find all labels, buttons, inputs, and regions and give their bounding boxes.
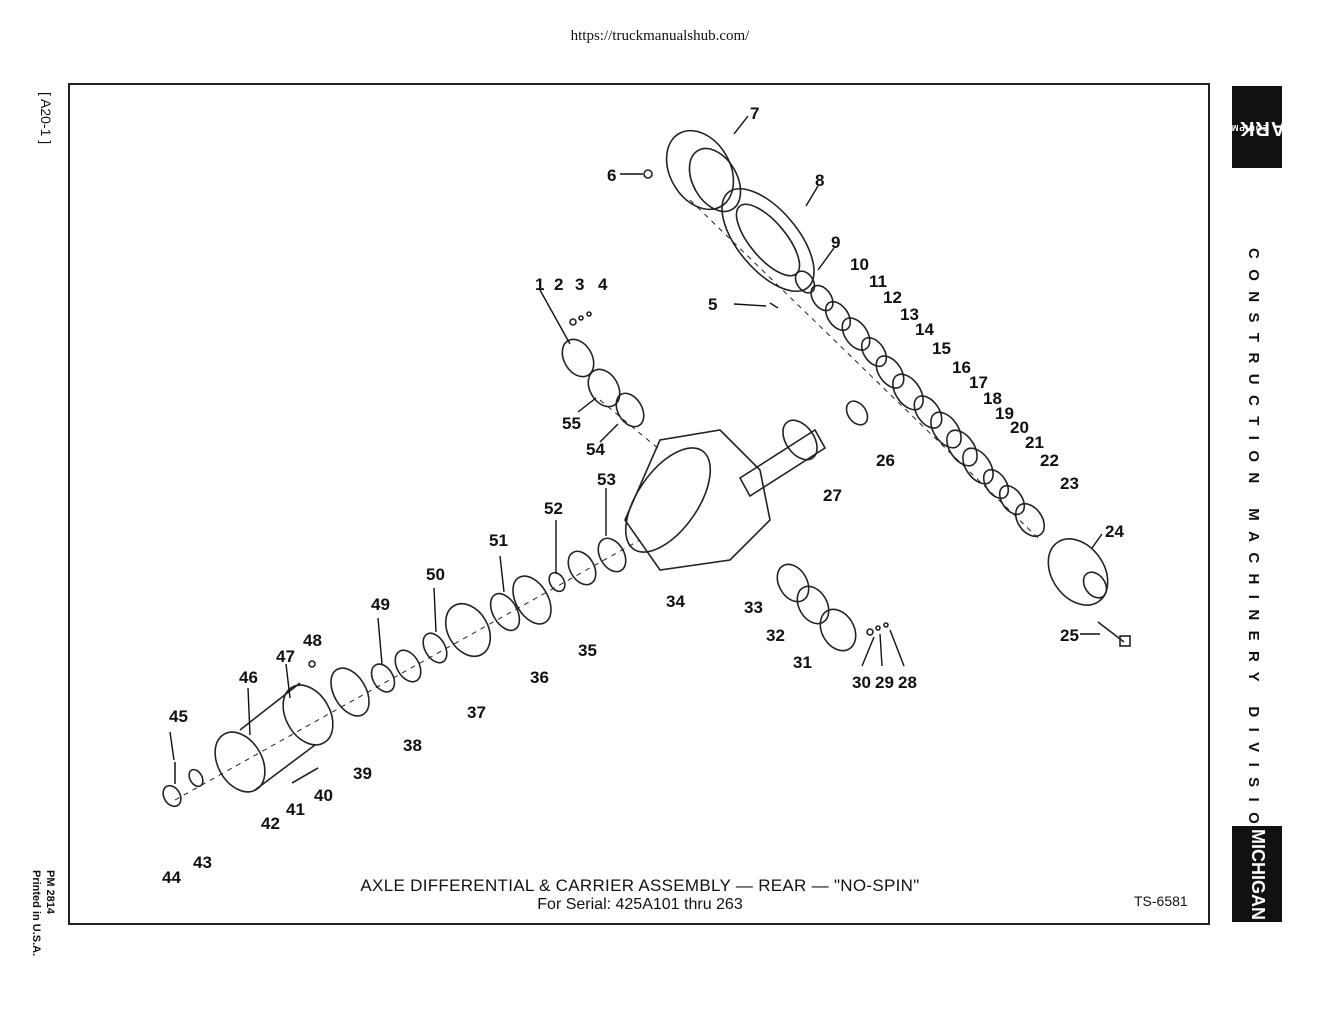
callout-22: 22	[1040, 451, 1059, 470]
callout-43: 43	[193, 853, 212, 872]
callout-38: 38	[403, 736, 422, 755]
callout-18: 18	[983, 389, 1002, 408]
callout-6: 6	[607, 166, 616, 185]
callout-34: 34	[666, 592, 685, 611]
callout-35: 35	[578, 641, 597, 660]
callout-7: 7	[750, 104, 759, 123]
callout-24: 24	[1105, 522, 1124, 541]
callout-52: 52	[544, 499, 563, 518]
callout-31: 31	[793, 653, 812, 672]
callout-40: 40	[314, 786, 333, 805]
callout-41: 41	[286, 800, 305, 819]
callout-54: 54	[586, 440, 605, 459]
callout-2: 2	[554, 275, 563, 294]
callout-53: 53	[597, 470, 616, 489]
callout-8: 8	[815, 171, 824, 190]
callout-23: 23	[1060, 474, 1079, 493]
callout-36: 36	[530, 668, 549, 687]
callout-55: 55	[562, 414, 581, 433]
callout-20: 20	[1010, 418, 1029, 437]
callout-30: 30	[852, 673, 871, 692]
callout-32: 32	[766, 626, 785, 645]
callout-19: 19	[995, 404, 1014, 423]
diagram-caption: AXLE DIFFERENTIAL & CARRIER ASSEMBLY — R…	[300, 876, 980, 914]
callout-33: 33	[744, 598, 763, 617]
callout-10: 10	[850, 255, 869, 274]
callout-27: 27	[823, 486, 842, 505]
callout-4: 4	[598, 275, 608, 294]
source-url[interactable]: https://truckmanualshub.com/	[570, 28, 750, 44]
callout-51: 51	[489, 531, 508, 550]
callout-25: 25	[1060, 626, 1079, 645]
callout-49: 49	[371, 595, 390, 614]
callout-46: 46	[239, 668, 258, 687]
callout-17: 17	[969, 373, 988, 392]
callout-21: 21	[1025, 433, 1044, 452]
callout-42: 42	[261, 814, 280, 833]
caption-serial: For Serial: 425A101 thru 263	[537, 896, 743, 913]
callout-16: 16	[952, 358, 971, 377]
callout-5: 5	[708, 295, 717, 314]
michigan-logo: MICHIGAN	[1232, 826, 1282, 922]
caption-title: AXLE DIFFERENTIAL & CARRIER ASSEMBLY — R…	[360, 876, 920, 895]
callout-28: 28	[898, 673, 917, 692]
callout-9: 9	[831, 233, 840, 252]
callout-3: 3	[575, 275, 584, 294]
diagram-frame	[68, 83, 1210, 925]
callout-14: 14	[915, 320, 934, 339]
callout-37: 37	[467, 703, 486, 722]
callout-48: 48	[303, 631, 322, 650]
drawing-number: TS-6581	[1134, 893, 1188, 909]
callout-39: 39	[353, 764, 372, 783]
callout-29: 29	[875, 673, 894, 692]
callout-1: 1	[535, 275, 544, 294]
callout-44: 44	[162, 868, 181, 887]
callout-13: 13	[900, 305, 919, 324]
callout-26: 26	[876, 451, 895, 470]
callout-47: 47	[276, 647, 295, 666]
callout-50: 50	[426, 565, 445, 584]
callout-45: 45	[169, 707, 188, 726]
callout-15: 15	[932, 339, 951, 358]
callout-12: 12	[883, 288, 902, 307]
callout-11: 11	[869, 272, 887, 291]
